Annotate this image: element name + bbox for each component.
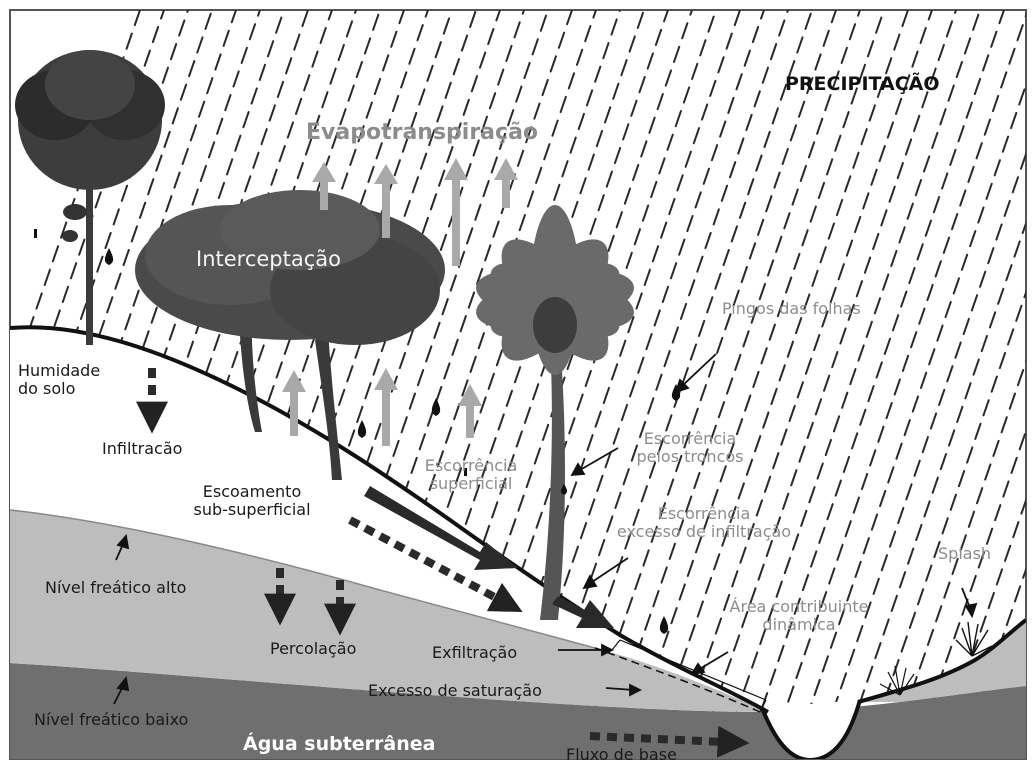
soil-moisture-label: Humidade do solo bbox=[18, 361, 101, 399]
rain-streak bbox=[959, 566, 1026, 759]
rain-streak bbox=[695, 10, 957, 759]
palm-tree-icon bbox=[476, 205, 634, 620]
rain-streak bbox=[335, 10, 597, 759]
interception-label: Interceptação bbox=[196, 247, 341, 271]
rain-streak bbox=[503, 10, 765, 759]
pine-tree-icon bbox=[135, 190, 445, 480]
evapotranspiration-arrows bbox=[282, 158, 518, 446]
right-hill bbox=[858, 620, 1026, 702]
rain-streak bbox=[887, 358, 1026, 759]
baseflow-label: Fluxo de base bbox=[566, 745, 677, 764]
river-channel bbox=[760, 699, 862, 759]
infiltration-label: Infiltracão bbox=[102, 439, 183, 458]
raindrop-icon bbox=[34, 229, 681, 634]
infiltration-excess-label: Escorrência excesso de infiltração bbox=[616, 504, 792, 542]
rain-streak bbox=[10, 10, 213, 596]
rain-streak bbox=[623, 10, 885, 759]
shallow-groundwater-layer bbox=[10, 510, 768, 712]
rain-streak bbox=[671, 10, 933, 759]
rain-streak bbox=[911, 428, 1026, 759]
water-table-high-line bbox=[10, 509, 611, 653]
precipitation-title: PRECIPITAÇÃO bbox=[785, 73, 940, 95]
overland-flow-arrows bbox=[364, 486, 614, 628]
right-hill-outline bbox=[857, 618, 1026, 704]
rain-streak bbox=[815, 151, 1026, 759]
rain-streak bbox=[599, 10, 861, 759]
leaf-drip-label: Pingos das folhas bbox=[722, 299, 861, 318]
percolation-label: Percolação bbox=[270, 639, 357, 658]
rain-streak bbox=[743, 10, 1005, 759]
rain-streak bbox=[791, 81, 1026, 759]
rain-streak bbox=[767, 12, 1026, 759]
high-water-table-label: Nível freático alto bbox=[45, 578, 187, 597]
contributing-area-bracket bbox=[611, 639, 767, 713]
araucaria-tree-icon bbox=[15, 50, 165, 345]
splash-label: Splash bbox=[938, 544, 992, 563]
groundwater-label: Água subterrânea bbox=[243, 733, 436, 755]
exfiltration-label: Exfiltração bbox=[432, 643, 518, 662]
saturation-excess-label: Excesso de saturação bbox=[368, 681, 542, 700]
surface-runoff-label: Escorrência superficial bbox=[424, 456, 518, 494]
rain-streak bbox=[863, 289, 1026, 759]
shrub-icon bbox=[879, 665, 915, 696]
saturation-zone-line bbox=[594, 647, 761, 713]
rain-streak bbox=[839, 220, 1026, 759]
deep-groundwater-layer bbox=[10, 663, 1026, 759]
stemflow-label: Escorrência pelos troncos bbox=[636, 429, 744, 467]
contributing-area-label: Área contribuinte dinâmica bbox=[729, 597, 869, 635]
evapotranspiration-label: Evapotranspiração bbox=[306, 120, 539, 145]
rain-streak bbox=[719, 10, 981, 759]
subsurface-flow-label: Escoamento sub-superficial bbox=[193, 482, 311, 520]
pointer-arrows bbox=[113, 353, 978, 705]
splash-icon bbox=[955, 621, 993, 657]
dashed-flow-arrows bbox=[136, 368, 750, 758]
low-water-table-label: Nível freático baixo bbox=[34, 710, 189, 729]
rain-streak bbox=[647, 10, 909, 759]
